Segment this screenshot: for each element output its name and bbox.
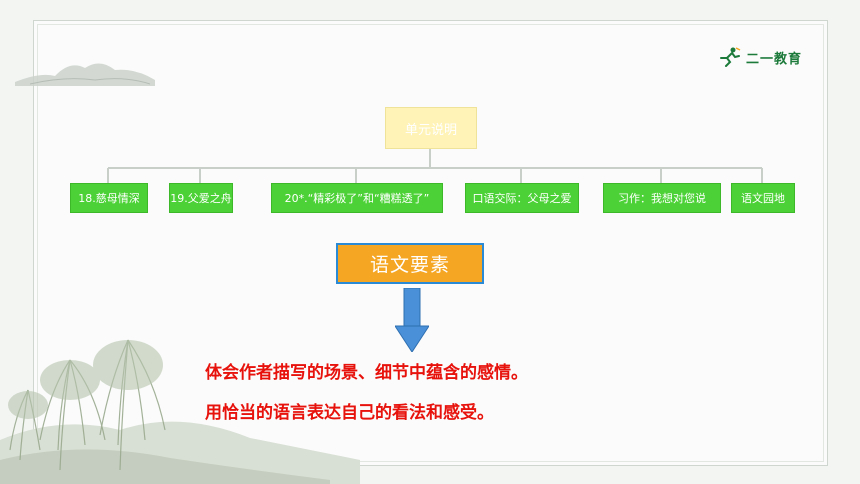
statement-line-2: 用恰当的语言表达自己的看法和感受。 <box>205 403 494 423</box>
statement-line-1: 体会作者描写的场景、细节中蕴含的感情。 <box>205 363 528 383</box>
tree-child-writing: 习作：我想对您说 <box>603 183 721 213</box>
tree-child-lesson-18: 18.慈母情深 <box>70 183 148 213</box>
slide-inner-frame <box>37 24 824 462</box>
tree-child-lesson-19: 19.父爱之舟 <box>169 183 233 213</box>
tree-child-language-garden: 语文园地 <box>731 183 795 213</box>
tree-child-lesson-20: 20*.“精彩极了”和“糟糕透了” <box>271 183 443 213</box>
tree-child-oral-communication: 口语交际：父母之爱 <box>465 183 579 213</box>
runner-logo-icon <box>720 47 741 67</box>
logo-text: 二一教育 <box>746 51 803 67</box>
willow-landscape-decoration <box>0 339 360 484</box>
tree-root-node: 单元说明 <box>385 107 477 149</box>
down-arrow-icon <box>395 288 429 352</box>
brand-logo: 二一教育 <box>718 47 802 67</box>
language-elements-box: 语文要素 <box>336 243 484 284</box>
mountain-decoration <box>15 63 155 86</box>
